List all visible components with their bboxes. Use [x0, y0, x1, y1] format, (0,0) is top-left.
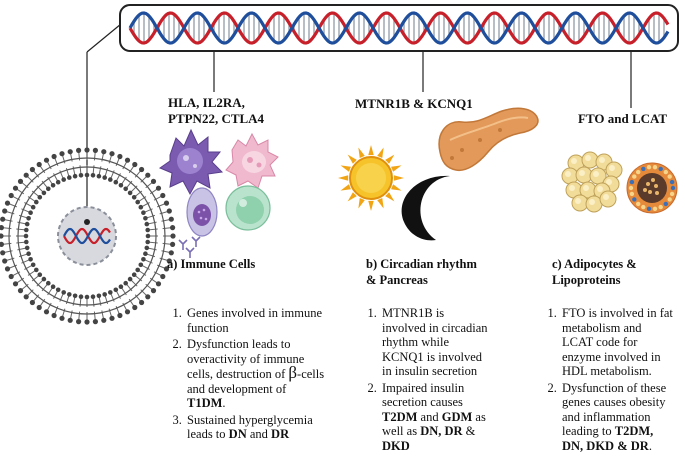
note-segment: DN, DR: [420, 424, 463, 438]
note-segment: and: [417, 409, 442, 424]
crescent-moon-icon: [401, 175, 450, 241]
pancreas-icon: [438, 107, 539, 172]
note-item: FTO is involved in fat metabolism and LC…: [560, 306, 675, 379]
panel-title-adipocyte: c) Adipocytes & Lipoproteins: [552, 256, 637, 288]
note-segment: DN: [228, 427, 247, 441]
panel-title-circadian-line-1: b) Circadian rhythm: [366, 257, 477, 271]
note-item: Dysfunction of these genes causes obesit…: [560, 381, 675, 454]
notes-circadian: MTNR1B is involved in circadian rhythm w…: [360, 306, 488, 455]
dendritic-cell-icon: [158, 128, 224, 196]
dna-strand-blue: [128, 11, 670, 45]
note-segment: T2DM: [382, 409, 418, 424]
note-item: Genes involved in immune function: [185, 306, 327, 335]
note-segment: β: [288, 363, 298, 382]
note-segment: as well as: [382, 409, 486, 439]
note-segment: .: [648, 438, 652, 453]
panel-title-adipocyte-line-2: Lipoproteins: [552, 273, 621, 287]
note-segment: Impaired insulin secretion causes: [382, 380, 465, 410]
notes-adipocyte-list: FTO is involved in fat metabolism and LC…: [540, 306, 675, 453]
panel-title-adipocyte-line-1: c) Adipocytes &: [552, 257, 637, 271]
note-item: Sustained hyperglycemia leads to DN and …: [185, 413, 327, 442]
note-segment: Genes involved in immune function: [187, 306, 323, 335]
note-segment: and: [246, 427, 272, 441]
note-segment: T2DM, DN, DKD & DR: [562, 424, 654, 453]
lipoprotein-icon: [626, 162, 678, 214]
note-segment: Dysfunction leads to overactivity of imm…: [187, 337, 305, 381]
plasma-cell-icon: [186, 187, 218, 237]
notes-immune: Genes involved in immune functionDysfunc…: [165, 306, 327, 444]
notes-adipocyte: FTO is involved in fat metabolism and LC…: [540, 306, 675, 455]
gene-label-immune-line-1: HLA, IL2RA,: [168, 95, 245, 110]
note-segment: DR: [271, 427, 290, 441]
panel-title-circadian: b) Circadian rhythm & Pancreas: [366, 256, 477, 288]
dna-strand-red: [128, 11, 670, 45]
notes-circadian-list: MTNR1B is involved in circadian rhythm w…: [360, 306, 488, 453]
gene-label-circadian: MTNR1B & KCNQ1: [355, 96, 473, 111]
gene-label-immune-line-2: PTPN22, CTLA4: [168, 111, 265, 126]
sun-icon: [338, 145, 404, 211]
note-item: Impaired insulin secretion causes T2DM a…: [380, 381, 488, 454]
antibody-icons: [178, 236, 201, 258]
note-segment: FTO is involved in fat metabolism and LC…: [562, 306, 673, 378]
gene-label-immune: HLA, IL2RA, PTPN22, CTLA4: [168, 95, 264, 127]
note-segment: Sustained hyperglycemia leads to: [187, 412, 313, 442]
note-segment: .: [222, 396, 226, 410]
panel-title-circadian-line-2: & Pancreas: [366, 273, 428, 287]
mast-cell-icon: [225, 132, 279, 189]
gene-label-adipocyte: FTO and LCAT: [578, 111, 668, 126]
note-segment: MTNR1B is involved in circadian rhythm w…: [382, 306, 488, 378]
adipocytes-icon: [561, 151, 623, 213]
note-segment: Dysfunction of these genes causes obesit…: [562, 380, 667, 439]
cell-illustration: [0, 147, 176, 325]
note-segment: GDM: [441, 409, 473, 424]
panel-title-immune: a) Immune Cells: [167, 257, 256, 271]
note-item: Dysfunction leads to overactivity of imm…: [185, 337, 327, 411]
immune-cells-illustration: [158, 128, 279, 258]
connector-lines: [86, 23, 632, 222]
note-segment: &: [462, 424, 476, 438]
note-item: MTNR1B is involved in circadian rhythm w…: [380, 306, 488, 379]
lymphocyte-icon: [225, 185, 271, 231]
note-segment: T1DM: [187, 396, 223, 410]
notes-immune-list: Genes involved in immune functionDysfunc…: [165, 306, 327, 442]
mini-dna-blue: [63, 227, 111, 245]
note-segment: DKD: [382, 438, 410, 453]
note-segment: -cells and development of: [187, 367, 325, 396]
mini-dna-red: [63, 227, 111, 245]
